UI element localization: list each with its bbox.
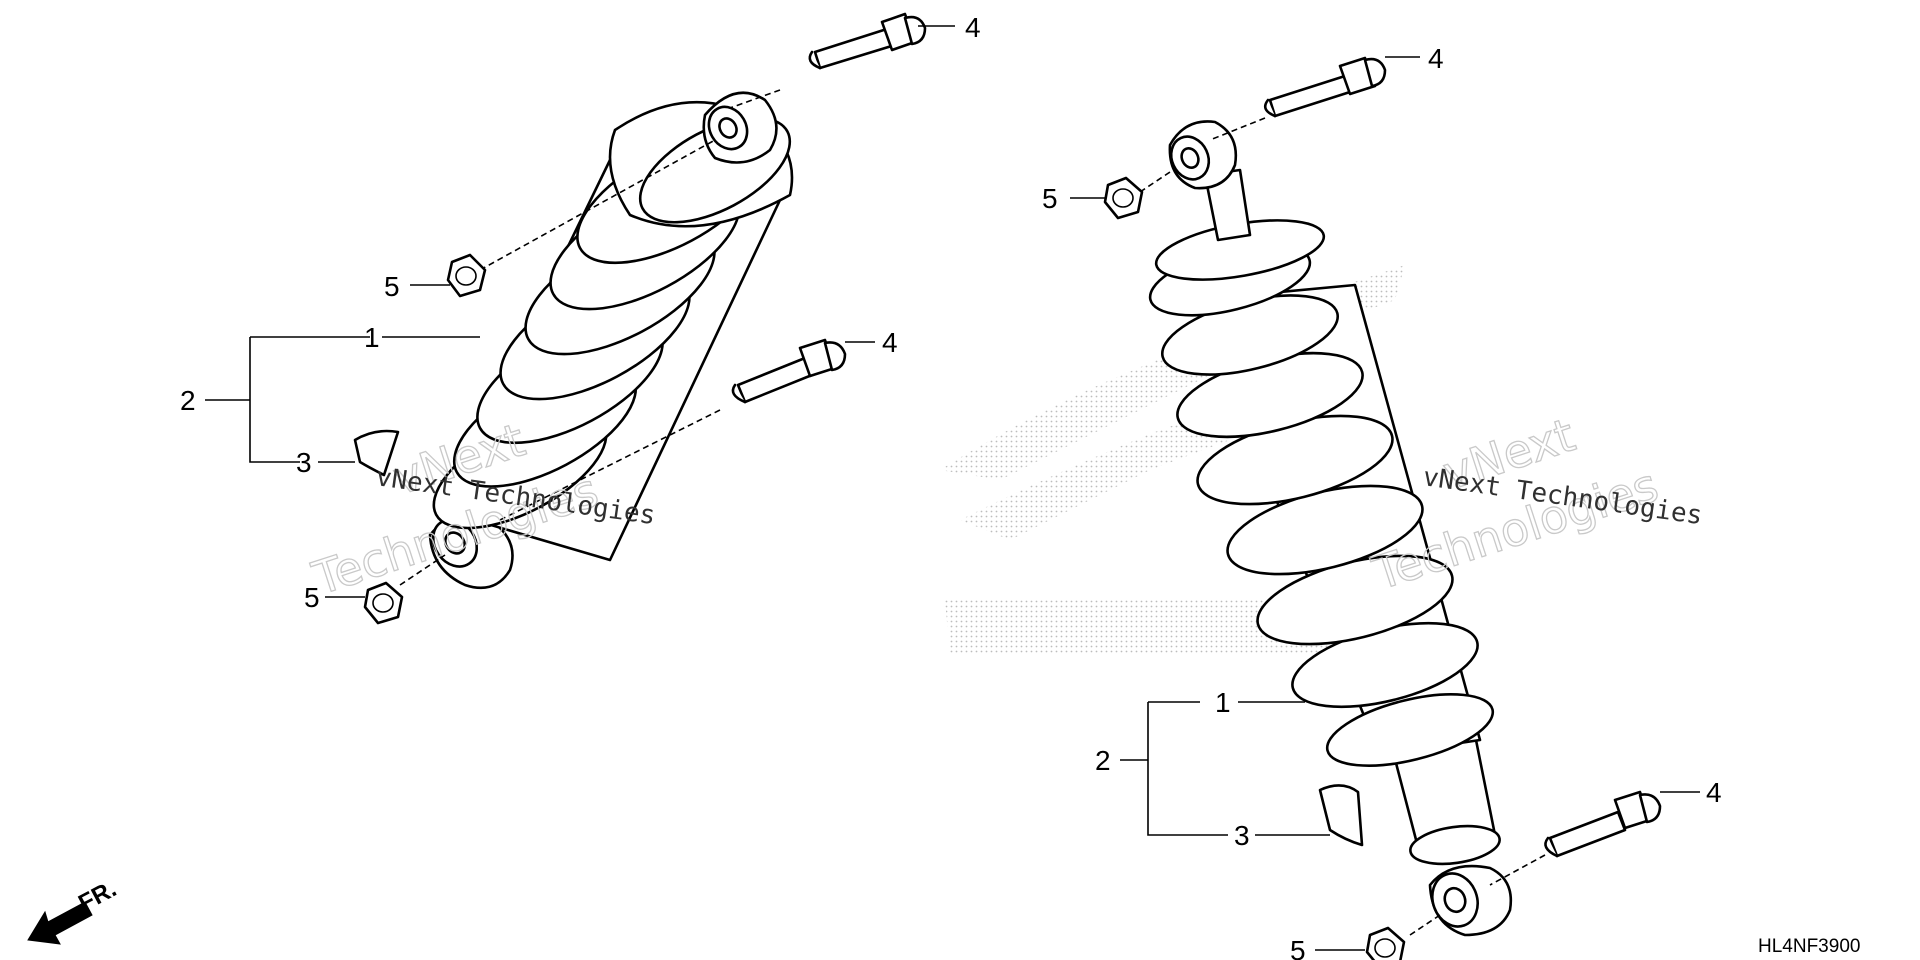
part-code: HL4NF3900 <box>1758 936 1860 957</box>
right-upper-bolt <box>1209 56 1387 141</box>
front-arrow-icon <box>27 901 93 945</box>
callout-4-left-upper-bolt: 4 <box>965 12 981 43</box>
left-upper-bolt <box>729 12 927 109</box>
callout-4-right-lower-bolt: 4 <box>1706 777 1722 808</box>
callout-3-right-label: 3 <box>1234 820 1250 851</box>
callout-4-left-lower-bolt: 4 <box>882 327 898 358</box>
left-upper-mount <box>702 91 778 164</box>
front-direction-indicator: FR. <box>27 875 121 945</box>
callout-1-left-spring: 1 <box>364 322 380 353</box>
callout-3-left-label: 3 <box>296 447 312 478</box>
callout-2-right-assembly: 2 <box>1095 745 1111 776</box>
callout-5-right-upper-nut: 5 <box>1042 183 1058 214</box>
right-lower-mount <box>1428 864 1513 937</box>
left-callouts: 4 5 1 4 2 3 5 <box>180 12 981 613</box>
right-label-tag <box>1318 784 1364 847</box>
right-lower-nut <box>1365 914 1441 960</box>
callout-5-left-upper-nut: 5 <box>384 271 400 302</box>
right-spring <box>1148 243 1495 767</box>
left-shock-absorber-assembly <box>353 91 794 590</box>
callout-1-right-spring: 1 <box>1215 687 1231 718</box>
left-label-tag <box>353 429 400 477</box>
left-upper-nut <box>446 139 716 298</box>
callout-5-left-lower-nut: 5 <box>304 582 320 613</box>
callout-5-right-lower-nut: 5 <box>1290 935 1306 960</box>
right-lower-bolt <box>1489 790 1662 886</box>
left-lower-nut <box>363 554 446 625</box>
right-upper-nut <box>1103 171 1171 220</box>
right-upper-mount <box>1168 120 1238 190</box>
callout-4-right-upper-bolt: 4 <box>1428 43 1444 74</box>
left-lower-bolt <box>499 338 847 521</box>
right-shock-absorber-assembly <box>1148 120 1513 937</box>
callout-2-left-assembly: 2 <box>180 385 196 416</box>
right-callouts: 4 5 1 2 3 4 5 <box>1042 43 1722 960</box>
